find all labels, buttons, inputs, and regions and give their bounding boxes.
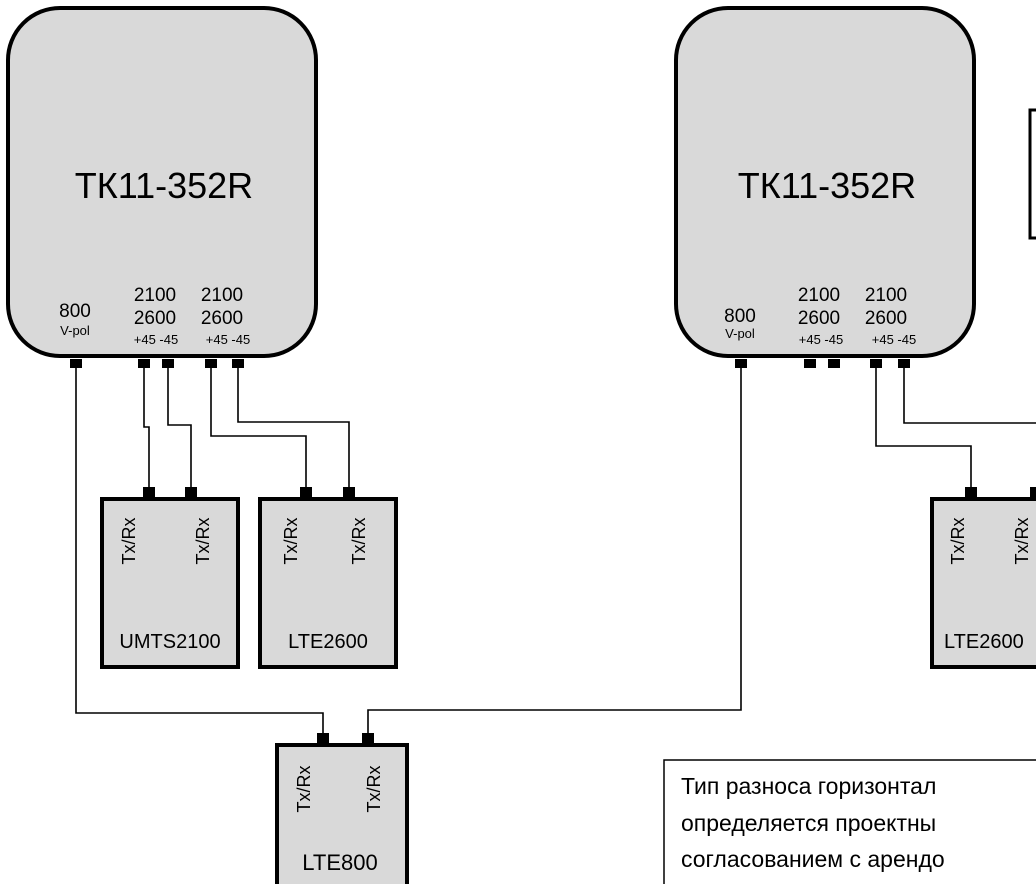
note-line-1: Тип разноса горизонтал [681,773,936,799]
radio-lte800-connector-1 [317,733,329,745]
antenna-1: ТК11-352R 800 V-pol 2100 2600 +45 -45 21… [6,6,318,368]
antenna-2-connector-b-plus45 [870,359,882,368]
antenna-1-port-800-label: 800 [59,301,91,322]
note-line-2: определяется проектны [681,810,936,836]
antenna-2: ТК11-352R 800 V-pol 2100 2600 +45 -45 21… [674,6,976,368]
radio-lte2600-2-connector-1 [965,487,977,499]
cable-antenna2-b-plus45-to-lte2600 [875,368,972,487]
radio-lte800-name: LTE800 [302,850,377,875]
antenna-1-port-b-band2: 2600 [201,308,243,329]
antenna-2-connector-a-minus45 [828,359,840,368]
cable-antenna2-800-to-lte800 [367,368,742,733]
radio-lte2600-1-connector-1 [300,487,312,499]
radio-lte2600-2-body [930,497,1036,669]
antenna-1-model: ТК11-352R [75,165,253,206]
antenna-2-body [674,6,976,358]
antenna-1-connector-a-minus45 [162,359,174,368]
antenna-1-port-800-pol: V-pol [60,323,90,338]
radio-lte2600-1-connector-2 [343,487,355,499]
antenna-2-connector-800 [735,359,747,368]
radio-umts2100-connector-2 [185,487,197,499]
antenna-2-port-a-band1: 2100 [798,285,840,306]
antenna-2-port-b-band1: 2100 [865,285,907,306]
antenna-2-port-a-band2: 2600 [798,308,840,329]
radio-umts2100-port-1: Tx/Rx [119,518,139,565]
cable-antenna2-b-minus45-to-lte2600 [903,368,1036,424]
radio-lte2600-2-port-2: Tx/Rx [1012,518,1032,565]
antenna-1-port-b-band1: 2100 [201,285,243,306]
antenna-1-connector-800 [70,359,82,368]
cables [75,368,1036,733]
antenna-2-connector-a-plus45 [804,359,816,368]
radio-lte2600-2-connector-2 [1030,487,1036,499]
radio-lte2600-2-name: LTE2600 [944,631,1024,653]
cable-antenna1-b-minus45-to-lte2600 [237,368,350,487]
antenna-1-connector-b-plus45 [205,359,217,368]
cable-antenna1-a-minus45-to-umts [167,368,192,487]
antenna-2-model: ТК11-352R [738,165,916,206]
antenna-1-port-b-pol: +45 -45 [206,332,250,347]
radio-lte2600-1-port-1: Tx/Rx [281,518,301,565]
cropped-frame-right [1028,108,1036,240]
antenna-2-port-800-pol: V-pol [725,326,755,341]
antenna-2-port-b-band2: 2600 [865,308,907,329]
antenna-1-port-a-pol: +45 -45 [134,332,178,347]
radio-lte800-port-2: Tx/Rx [364,766,384,813]
antenna-2-connector-b-minus45 [898,359,910,368]
cable-antenna1-b-plus45-to-lte2600 [210,368,307,487]
antenna-1-connector-a-plus45 [138,359,150,368]
cable-antenna1-a-plus45-to-umts [143,368,150,487]
note-line-3: согласованием с арендо [681,846,945,872]
radio-umts2100-connector-1 [143,487,155,499]
radio-umts2100-name: UMTS2100 [119,631,220,653]
antenna-1-port-a-band2: 2600 [134,308,176,329]
radio-lte800-body [275,743,409,884]
antenna-1-connector-b-minus45 [232,359,244,368]
radio-umts2100-body [100,497,240,669]
radio-lte800-port-1: Tx/Rx [294,766,314,813]
antenna-2-port-a-pol: +45 -45 [799,332,843,347]
radio-lte2600-2: Tx/Rx Tx/Rx LTE2600 [930,487,1036,669]
radio-lte2600-1-body [258,497,398,669]
radio-lte2600-2-port-1: Tx/Rx [948,518,968,565]
radio-lte2600-1-name: LTE2600 [288,631,368,653]
radio-umts2100-port-2: Tx/Rx [193,518,213,565]
radio-lte2600-1: Tx/Rx Tx/Rx LTE2600 [258,487,398,669]
antenna-2-port-800-label: 800 [724,306,756,327]
radio-lte800: Tx/Rx Tx/Rx LTE800 [275,733,409,884]
radio-umts2100: Tx/Rx Tx/Rx UMTS2100 [100,487,240,669]
cable-antenna1-800-to-lte800 [75,368,324,733]
radio-lte800-connector-2 [362,733,374,745]
antenna-1-body [6,6,318,358]
antenna-2-port-b-pol: +45 -45 [872,332,916,347]
note-box: Тип разноса горизонтал определяется прое… [663,759,1036,884]
note-box-frame [663,759,1036,884]
antenna-1-port-a-band1: 2100 [134,285,176,306]
radio-lte2600-1-port-2: Tx/Rx [349,518,369,565]
